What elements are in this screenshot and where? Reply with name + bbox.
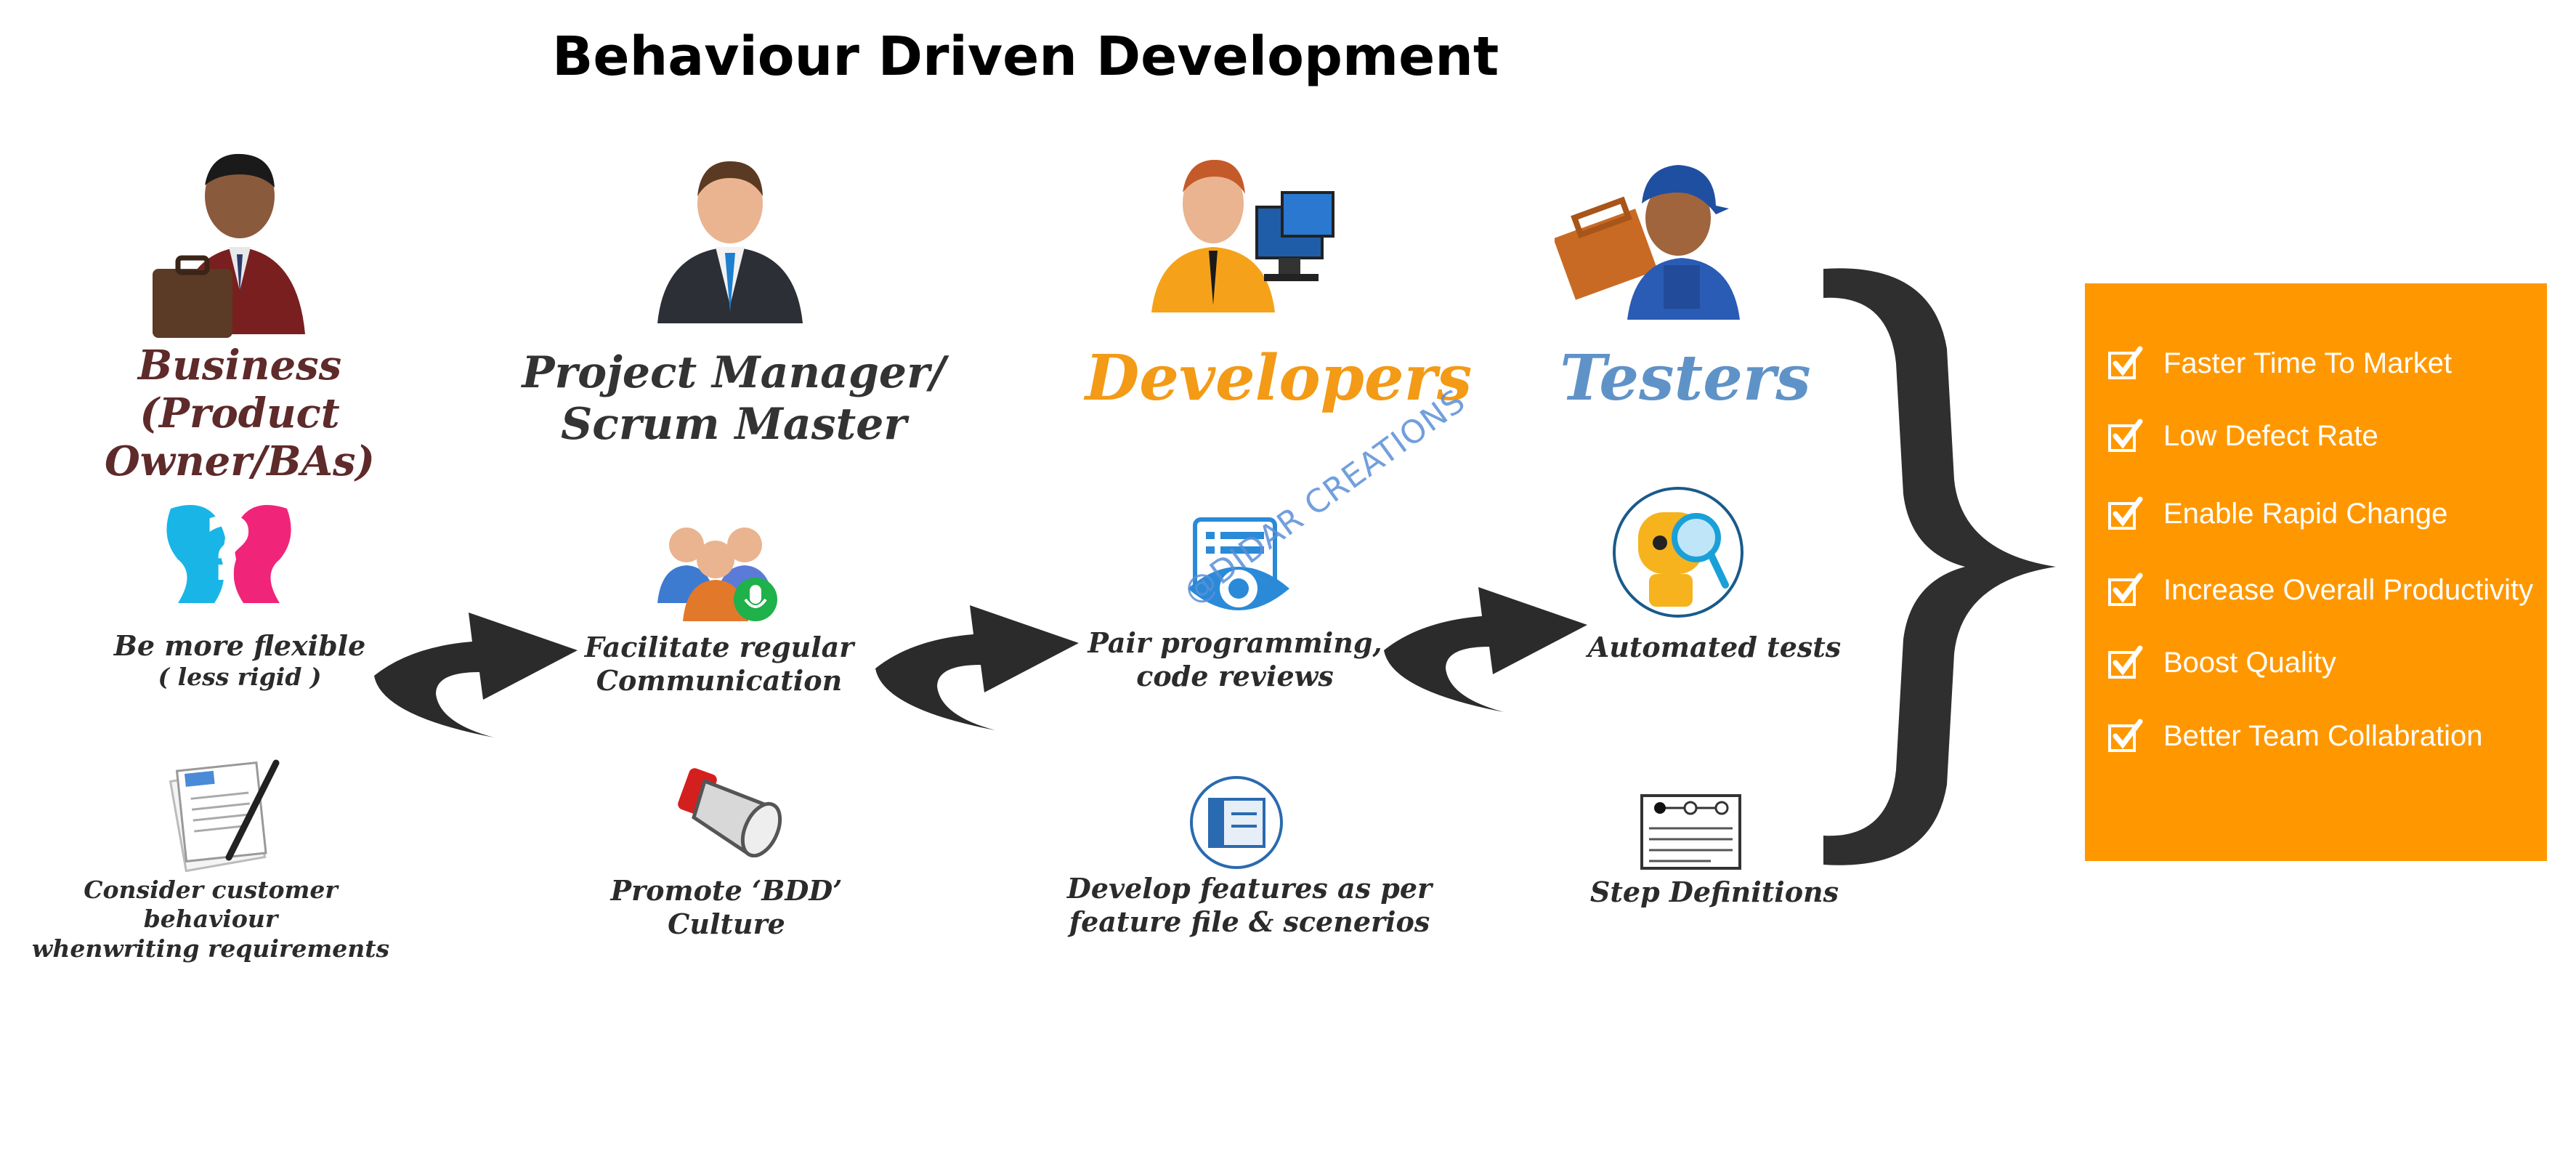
checkbox-icon xyxy=(2108,346,2143,379)
benefit-label: Boost Quality xyxy=(2163,646,2336,679)
caption-communication-line2: Communication xyxy=(596,664,843,698)
step-definitions-icon xyxy=(1640,794,1741,870)
benefit-item: Faster Time To Market xyxy=(2107,341,2452,385)
developer-computer-icon xyxy=(1151,160,1334,312)
checkbox-icon xyxy=(2108,719,2143,752)
caption-steps: Step Definitions xyxy=(1589,876,1839,908)
caption-communication: Facilitate regular Communication xyxy=(559,631,879,698)
brace-icon xyxy=(1823,268,2056,865)
role-pm-line1: Project Manager/ xyxy=(522,347,946,398)
caption-bdd: Promote ‘BDD’ Culture xyxy=(574,874,879,942)
benefit-label: Enable Rapid Change xyxy=(2163,497,2448,530)
role-pm-line2: Scrum Master xyxy=(560,398,907,450)
caption-customer-line1: Consider customer behaviour xyxy=(84,876,338,934)
benefit-label: Increase Overall Productivity xyxy=(2163,573,2534,606)
caption-flexible: Be more flexible ( less rigid ) xyxy=(80,629,400,692)
megaphone-icon xyxy=(678,768,782,857)
watermark: @DIDAR CREATIONS xyxy=(1177,382,1473,612)
caption-pairing-line2: code reviews xyxy=(1136,660,1334,693)
page-title: Behaviour Driven Development xyxy=(552,25,1499,88)
caption-features-line2: feature file & scenerios xyxy=(1069,905,1430,939)
feature-file-icon xyxy=(1190,776,1283,869)
code-eye-icon xyxy=(1188,517,1289,610)
caption-pairing: Pair programming, code reviews xyxy=(1075,626,1395,694)
caption-automated: Automated tests xyxy=(1587,631,1842,663)
caption-customer-line2: whenwriting requirements xyxy=(31,934,390,963)
benefit-label: Low Defect Rate xyxy=(2163,419,2378,452)
benefit-item: Better Team Collabration xyxy=(2107,714,2483,758)
curved-arrow-icon xyxy=(374,613,578,737)
caption-pairing-line1: Pair programming, xyxy=(1087,626,1382,659)
role-testers: Testers xyxy=(1560,341,1811,415)
robot-magnifier-icon xyxy=(1613,487,1743,618)
role-project-manager: Project Manager/ Scrum Master xyxy=(516,347,952,450)
benefit-item: Boost Quality xyxy=(2107,641,2336,684)
svg-text:?: ? xyxy=(203,500,254,601)
role-business-line2: (Product Owner/BAs) xyxy=(104,389,376,486)
manager-icon xyxy=(657,161,803,323)
question-faces-icon: ? xyxy=(166,500,291,603)
tester-toolbox-icon xyxy=(1555,165,1740,320)
curved-arrow-icon xyxy=(875,605,1079,730)
caption-features: Develop features as per feature file & s… xyxy=(1053,872,1446,939)
caption-customer: Consider customer behaviour whenwriting … xyxy=(18,876,403,963)
role-business: Business (Product Owner/BAs) xyxy=(15,341,465,485)
checkbox-icon xyxy=(2108,419,2143,452)
team-microphone-icon xyxy=(657,528,777,621)
benefit-label: Better Team Collabration xyxy=(2163,719,2483,752)
benefit-item: Enable Rapid Change xyxy=(2107,492,2447,535)
checkbox-icon xyxy=(2108,573,2143,606)
document-pen-icon xyxy=(169,759,280,872)
role-developers: Developers xyxy=(1085,341,1473,415)
caption-flexible-line2: ( less rigid ) xyxy=(158,663,322,692)
benefit-item: Low Defect Rate xyxy=(2107,414,2378,458)
benefits-panel: Faster Time To Market Low Defect Rate En… xyxy=(2085,283,2547,861)
benefit-label: Faster Time To Market xyxy=(2163,347,2453,379)
caption-bdd-line1: Promote ‘BDD’ xyxy=(610,874,843,907)
caption-features-line1: Develop features as per xyxy=(1066,872,1433,905)
curved-arrow-icon xyxy=(1384,587,1587,712)
role-business-line1: Business xyxy=(137,341,342,389)
checkbox-icon xyxy=(2108,496,2143,530)
caption-bdd-line2: Culture xyxy=(668,908,785,941)
businessman-briefcase-icon xyxy=(153,153,305,338)
caption-flexible-line1: Be more flexible xyxy=(113,629,366,662)
caption-communication-line1: Facilitate regular xyxy=(584,631,854,663)
checkbox-icon xyxy=(2108,645,2143,679)
benefit-item: Increase Overall Productivity xyxy=(2107,568,2533,612)
